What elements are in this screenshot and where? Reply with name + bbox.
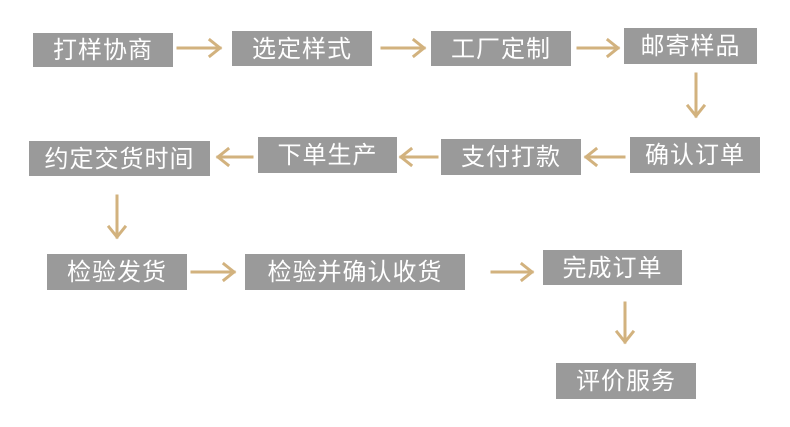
step-confirm-order: 确认订单: [630, 137, 760, 173]
step-label: 打样协商: [53, 36, 153, 64]
arrow-right-icon: [176, 37, 223, 59]
step-mail-samples: 邮寄样品: [624, 28, 757, 64]
step-label: 确认订单: [645, 141, 745, 169]
arrow-right-icon: [380, 37, 427, 59]
step-label: 邮寄样品: [640, 32, 741, 60]
arrow-left-icon: [583, 146, 626, 168]
arrow-right-icon: [190, 261, 237, 283]
arrow-left-icon: [215, 146, 254, 168]
step-rate-service: 评价服务: [556, 363, 696, 399]
step-factory-custom: 工厂定制: [431, 31, 571, 66]
arrow-down-icon: [685, 72, 707, 119]
step-choose-style: 选定样式: [232, 31, 372, 66]
step-label: 检验并确认收货: [267, 258, 443, 286]
arrow-down-icon: [106, 194, 128, 240]
step-production: 下单生产: [258, 137, 397, 173]
step-inspect-receive: 检验并确认收货: [245, 254, 465, 290]
step-payment: 支付打款: [441, 139, 581, 175]
step-label: 下单生产: [277, 141, 378, 169]
arrow-left-icon: [398, 146, 439, 168]
arrow-right-icon: [490, 261, 535, 283]
arrow-down-icon: [614, 301, 636, 345]
step-sample-negotiation: 打样协商: [33, 33, 173, 67]
step-label: 选定样式: [252, 34, 352, 63]
step-label: 支付打款: [461, 143, 561, 171]
step-label: 约定交货时间: [44, 144, 195, 173]
step-inspect-ship: 检验发货: [47, 254, 187, 290]
step-label: 完成订单: [562, 253, 663, 282]
step-label: 工厂定制: [451, 34, 551, 63]
step-complete-order: 完成订单: [543, 250, 682, 285]
step-delivery-time: 约定交货时间: [29, 141, 210, 176]
step-label: 评价服务: [576, 367, 676, 395]
arrow-right-icon: [576, 37, 621, 59]
step-label: 检验发货: [67, 258, 167, 286]
